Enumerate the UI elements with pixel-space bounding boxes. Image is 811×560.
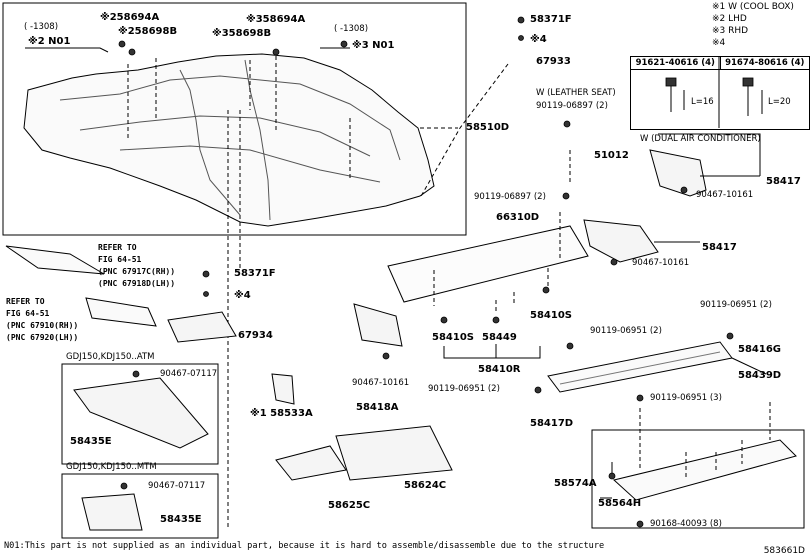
label-90168-40093: 90168-40093 (8) xyxy=(650,519,722,529)
label-range-left: ( -1308) xyxy=(24,22,59,32)
label-90467-10161-c: 90467-10161 xyxy=(352,378,410,388)
screw-header-1: 91621-40616 (4) xyxy=(631,57,721,69)
label-58410s-b: 58410S xyxy=(530,310,572,321)
label-58417-a: 58417 xyxy=(766,176,801,187)
screw-length-2: L=20 xyxy=(768,97,791,107)
label-gdj-mtm: GDJ150,KDJ150..MTM xyxy=(66,462,157,472)
refer2-line4: (PNC 67920(LH)) xyxy=(6,333,79,342)
label-58416g: 58416G xyxy=(738,344,781,355)
refer1-line3: (PNC 67917C(RH)) xyxy=(98,267,176,276)
label-58624c: 58624C xyxy=(404,480,447,491)
legend-1: ※1 W (COOL BOX) xyxy=(712,2,794,12)
refer1-line4: (PNC 67918D(LH)) xyxy=(98,279,176,288)
carpet-frame xyxy=(2,2,467,236)
label-51012: 51012 xyxy=(594,150,629,161)
figure-id: 583661D xyxy=(763,546,805,556)
label-range-right: ( -1308) xyxy=(334,24,369,34)
label-66310d: 66310D xyxy=(496,212,540,223)
label-58564h: 58564H xyxy=(598,498,642,509)
refer2-line2: FIG 64-51 xyxy=(6,309,50,318)
step-58574a xyxy=(612,439,797,501)
label-58417d: 58417D xyxy=(530,418,574,429)
label-58439d: 58439D xyxy=(738,370,782,381)
bracket-58417-upper xyxy=(649,149,707,197)
label-358694a: ※358694A xyxy=(246,14,306,25)
label-58410r: 58410R xyxy=(478,364,521,375)
label-258694a: ※258694A xyxy=(100,12,160,23)
label-90119-06951-c: 90119-06951 (2) xyxy=(428,384,500,394)
heater-58435e-atm xyxy=(73,377,209,449)
refer2-line3: (PNC 67910(RH)) xyxy=(6,321,79,330)
label-90467-10161-a: 90467-10161 xyxy=(696,190,754,200)
scuff-plate-lower xyxy=(85,297,157,327)
screw-table: 91621-40616 (4) 91674-80616 (4) L=16 L=2… xyxy=(630,56,810,130)
floor-silencer xyxy=(387,225,589,303)
footnote: N01:This part is not supplied as an indi… xyxy=(4,541,605,551)
tunnel-58439d xyxy=(547,341,733,393)
bracket-58417-lower xyxy=(583,219,659,263)
label-90119-06897-b: 90119-06897 (2) xyxy=(474,192,546,202)
label-n3n01: ※3 N01 xyxy=(352,40,395,51)
label-star4-top: ※4 xyxy=(530,34,547,45)
label-67933: 67933 xyxy=(536,56,571,67)
label-90119-06897-a: 90119-06897 (2) xyxy=(536,101,608,111)
legend-3: ※3 RHD xyxy=(712,26,749,36)
label-358698b: ※358698B xyxy=(212,28,272,39)
label-58417-b: 58417 xyxy=(702,242,737,253)
bracket-58533a xyxy=(271,373,295,405)
insulator-67934 xyxy=(167,311,237,343)
screw-length-1: L=16 xyxy=(691,97,714,107)
cover-58624c xyxy=(335,425,453,481)
label-258698b: ※258698B xyxy=(118,26,178,37)
label-90467-07117-b: 90467-07117 xyxy=(148,481,206,491)
label-90467-10161-b: 90467-10161 xyxy=(632,258,690,268)
step-box xyxy=(591,429,805,529)
label-58435e-a: 58435E xyxy=(70,436,112,447)
label-58574a: 58574A xyxy=(554,478,597,489)
label-58625c: 58625C xyxy=(328,500,371,511)
atm-box xyxy=(61,363,219,465)
label-star4-mid: ※4 xyxy=(234,290,251,301)
label-58418a: 58418A xyxy=(356,402,399,413)
legend-4: ※4 xyxy=(712,38,726,48)
label-90119-06951-3: 90119-06951 (3) xyxy=(650,393,722,403)
refer2-line1: REFER TO xyxy=(6,297,45,306)
cover-58625c xyxy=(275,445,347,481)
refer1-line1: REFER TO xyxy=(98,243,137,252)
label-n2n01: ※2 N01 xyxy=(28,36,71,47)
mtm-box xyxy=(61,473,219,539)
label-58371f-mid: 58371F xyxy=(234,268,276,279)
heater-58435e-mtm xyxy=(81,493,143,531)
label-90467-07117-a: 90467-07117 xyxy=(160,369,218,379)
label-90119-06951-a: 90119-06951 (2) xyxy=(700,300,772,310)
label-58533a: ※1 58533A xyxy=(250,408,313,419)
bracket-58418a xyxy=(353,303,403,347)
label-58371f-top: 58371F xyxy=(530,14,572,25)
screw-header-2: 91674-80616 (4) xyxy=(725,58,805,68)
label-58510d: 58510D xyxy=(466,122,510,133)
label-dual-ac: W (DUAL AIR CONDITIONER) xyxy=(640,134,761,144)
label-67934: 67934 xyxy=(238,330,273,341)
label-90119-06951-b: 90119-06951 (2) xyxy=(590,326,662,336)
label-gdj-atm: GDJ150,KDJ150..ATM xyxy=(66,352,155,362)
label-58435e-b: 58435E xyxy=(160,514,202,525)
label-58410s-a: 58410S xyxy=(432,332,474,343)
scuff-plate-upper xyxy=(5,245,105,275)
label-leather-seat: W (LEATHER SEAT) xyxy=(536,88,616,98)
floor-carpet-58510d xyxy=(23,53,435,227)
refer1-line2: FIG 64-51 xyxy=(98,255,142,264)
legend-2: ※2 LHD xyxy=(712,14,747,24)
label-58449: 58449 xyxy=(482,332,517,343)
